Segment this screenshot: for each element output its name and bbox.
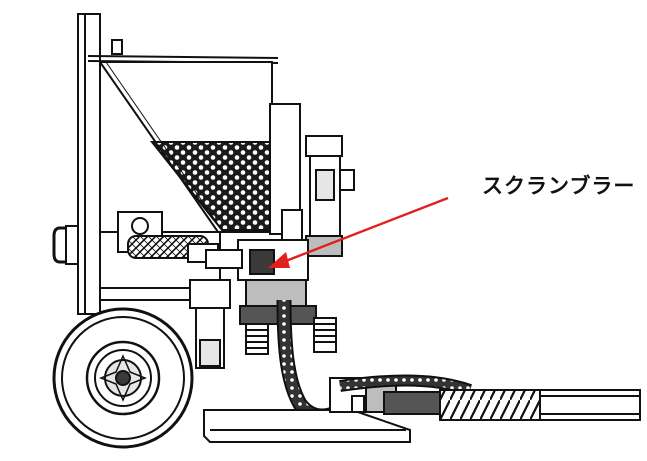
- frame-group: [52, 13, 279, 315]
- wheel: [52, 307, 194, 449]
- spring-left: [245, 323, 269, 355]
- base-platform: [203, 409, 411, 443]
- filter-unit: [189, 279, 231, 369]
- hopper: [98, 61, 273, 233]
- vertical-column: [269, 103, 303, 241]
- spiral-hose: [439, 389, 641, 421]
- pressure-regulator: [305, 135, 355, 257]
- callout-arrow: [268, 196, 449, 268]
- motor-unit: [127, 235, 219, 263]
- side-handle: [52, 226, 70, 264]
- spring-right: [313, 317, 337, 353]
- scrambler-label: スクランブラー: [482, 174, 636, 198]
- frame-post: [77, 13, 101, 315]
